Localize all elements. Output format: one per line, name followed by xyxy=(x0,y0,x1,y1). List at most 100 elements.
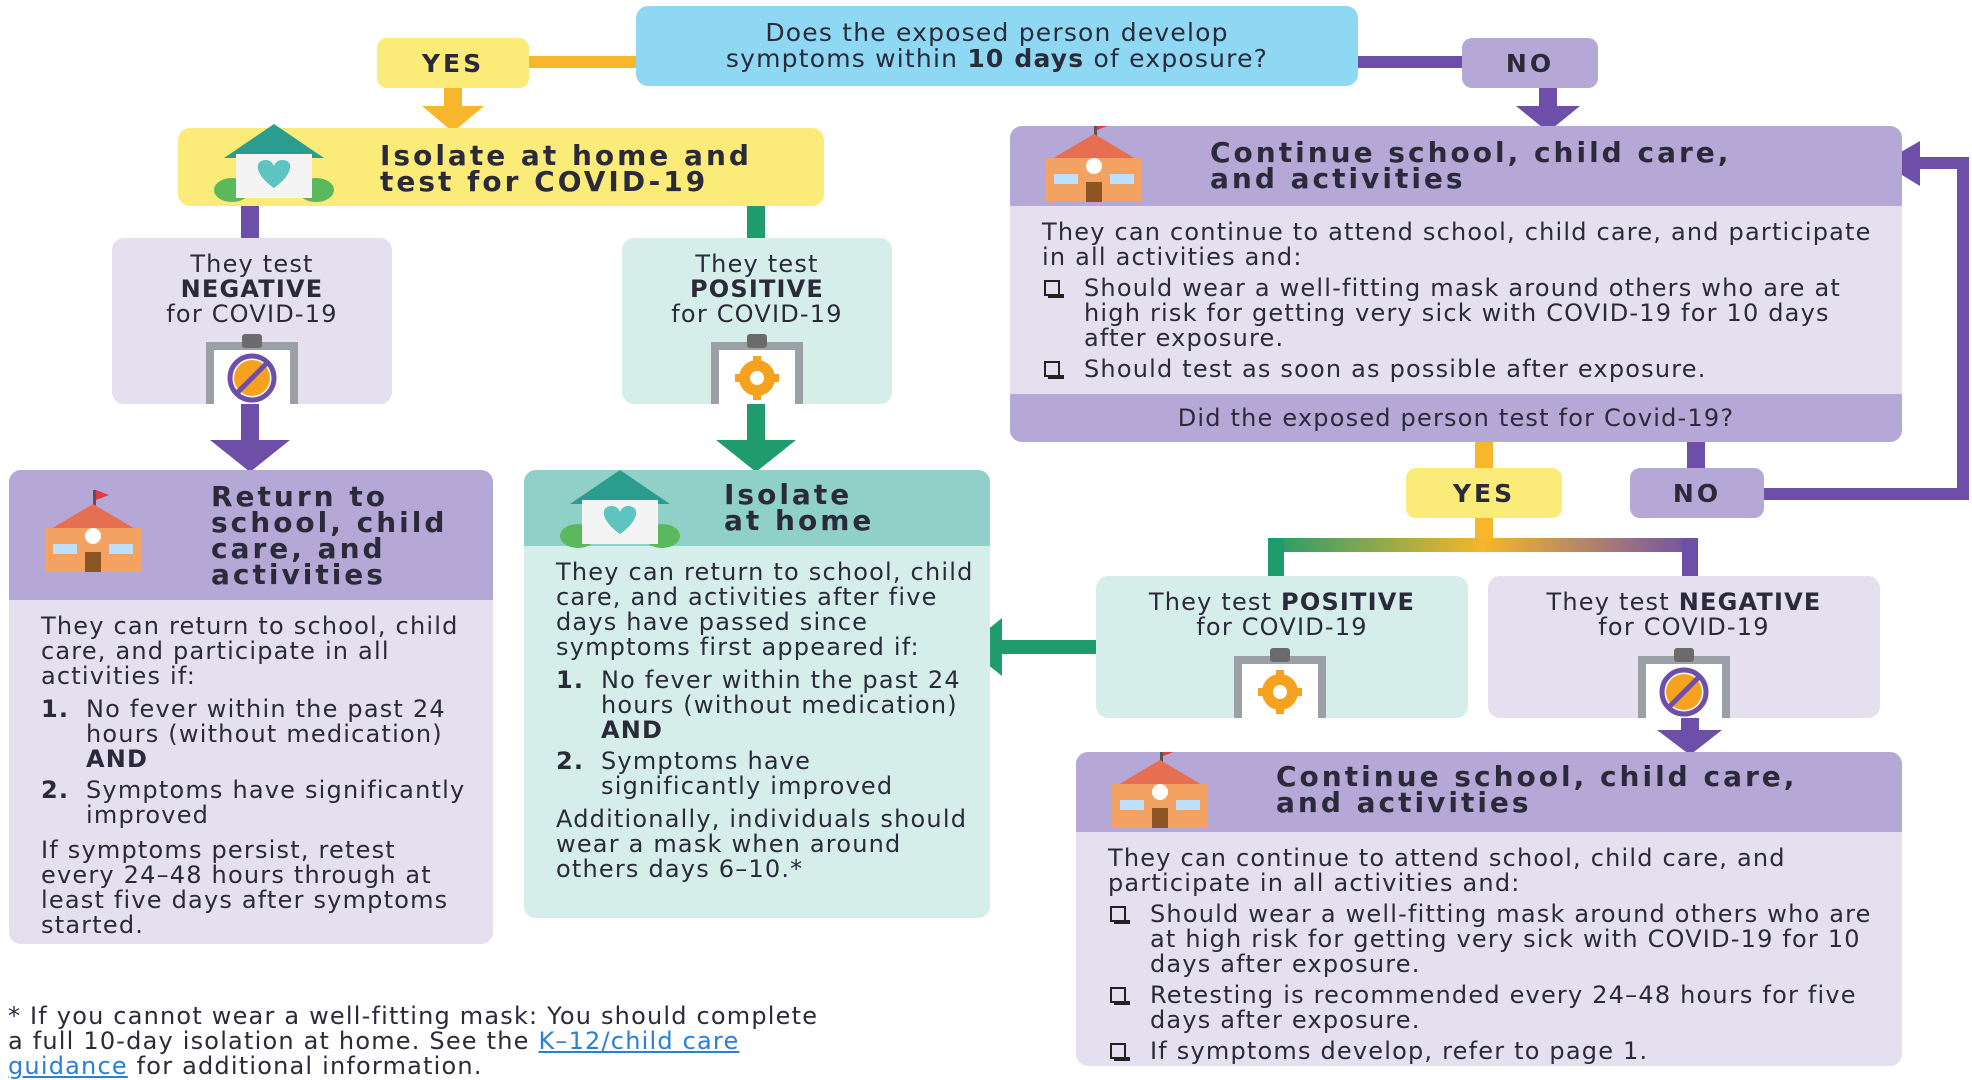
yes-label-mid: YES xyxy=(1406,468,1562,518)
continue-check-1-text: Should wear a well-fitting mask around o… xyxy=(1084,274,1841,352)
connector-yes-branch xyxy=(1268,538,1698,552)
continue-title-line-1: Continue school, child care, xyxy=(1210,136,1732,169)
positive-test-2-result: POSITIVE xyxy=(1281,588,1416,616)
return-title-line-2: school, child xyxy=(211,506,448,539)
isolate-at-home-title: Isolate at home xyxy=(724,478,875,537)
connector-positive2-isolate xyxy=(1000,640,1098,654)
continue-activities-title: Continue school, child care, and activit… xyxy=(1210,136,1732,195)
negative-test-result: NEGATIVE xyxy=(180,275,324,303)
question-line-2-post: of exposure? xyxy=(1084,44,1269,73)
isolate-home-title-line-2: at home xyxy=(724,504,875,537)
footnote-text: * If you cannot wear a well-fitting mask… xyxy=(8,1002,819,1055)
isolate-home-criterion-2-number: 2. xyxy=(556,747,585,775)
connector-yes-down xyxy=(444,85,462,110)
continue-2-title-line-2: and activities xyxy=(1276,786,1532,819)
isolate-at-home-box: Isolate at home They can return to schoo… xyxy=(524,470,990,918)
positive-test-2-post: for COVID-19 xyxy=(1196,613,1368,641)
exposure-question-box: Does the exposed person develop symptoms… xyxy=(636,6,1358,86)
return-criterion-2-number: 2. xyxy=(41,776,70,804)
negative-test-box-2: They test NEGATIVE for COVID-19 xyxy=(1488,576,1880,718)
return-title-line-1: Return to xyxy=(211,480,388,513)
yes-label-top: YES xyxy=(377,38,529,88)
continue-activities-2-header xyxy=(1076,752,1902,832)
school-icon xyxy=(1112,752,1208,828)
continue-activities-2-title: Continue school, child care, and activit… xyxy=(1276,760,1798,819)
continue-2-check-2: Retesting is recommended every 24–48 hou… xyxy=(1108,983,1888,1033)
continue-2-check-3: If symptoms develop, refer to page 1. xyxy=(1108,1039,1888,1064)
connector-continue-no xyxy=(1687,440,1705,470)
positive-test-box: They test POSITIVE for COVID-19 xyxy=(622,238,892,404)
connector-branch-positive xyxy=(1268,538,1284,580)
clipboard-negative-icon xyxy=(1638,648,1730,718)
connector-to-positive xyxy=(747,204,765,238)
isolate-home-criterion-2: 2. Symptoms have significantly improved xyxy=(556,749,974,799)
house-heart-icon xyxy=(560,470,680,548)
question-line-2-bold: 10 days xyxy=(967,44,1085,73)
checkbox-icon xyxy=(1110,906,1130,924)
positive-test-post: for COVID-19 xyxy=(671,300,843,328)
checkbox-icon xyxy=(1110,1043,1130,1061)
school-icon xyxy=(45,490,141,572)
positive-test-result: POSITIVE xyxy=(689,275,825,303)
return-to-school-title: Return to school, child care, and activi… xyxy=(211,480,448,591)
negative-test-post: for COVID-19 xyxy=(166,300,338,328)
did-test-question-text: Did the exposed person test for Covid-19… xyxy=(1177,404,1735,432)
connector-to-negative xyxy=(241,204,259,238)
negative-test-2-post: for COVID-19 xyxy=(1598,613,1770,641)
did-test-question: Did the exposed person test for Covid-19… xyxy=(1010,394,1902,442)
checkbox-icon xyxy=(1044,361,1064,379)
positive-test-2-line-1: They test POSITIVE xyxy=(1096,590,1468,615)
connector-branch-negative xyxy=(1682,538,1698,580)
positive-test-2-pre: They test xyxy=(1148,588,1282,616)
continue-2-check-1: Should wear a well-fitting mask around o… xyxy=(1108,902,1888,977)
continue-check-2: Should test as soon as possible after ex… xyxy=(1042,357,1882,382)
continue-activities-2-body: They can continue to attend school, chil… xyxy=(1108,846,1888,1066)
isolate-home-criteria-list: 1. No fever within the past 24 hours (wi… xyxy=(556,668,974,799)
return-criteria-list: 1. No fever within the past 24 hours (wi… xyxy=(41,697,471,828)
negative-test-2-line-1: They test NEGATIVE xyxy=(1488,590,1880,615)
positive-test-pre: They test xyxy=(695,250,819,278)
no-label-mid: NO xyxy=(1630,468,1764,518)
question-line-1: Does the exposed person develop xyxy=(765,18,1229,47)
isolate-home-criterion-1-and: AND xyxy=(601,716,664,744)
continue-checklist: Should wear a well-fitting mask around o… xyxy=(1042,276,1882,382)
continue-activities-box: Continue school, child care, and activit… xyxy=(1010,126,1902,442)
isolate-home-criterion-1-number: 1. xyxy=(556,666,585,694)
arrow-positive-isolate xyxy=(716,440,796,472)
return-title-line-3: care, and xyxy=(211,532,386,565)
return-intro: They can return to school, child care, a… xyxy=(41,612,459,690)
continue-intro: They can continue to attend school, chil… xyxy=(1042,218,1872,271)
school-icon xyxy=(1046,126,1142,202)
connector-question-no xyxy=(1355,56,1465,68)
clipboard-positive-icon xyxy=(1234,648,1326,718)
continue-title-line-2: and activities xyxy=(1210,162,1466,195)
continue-activities-body: They can continue to attend school, chil… xyxy=(1042,220,1882,388)
return-criterion-1-text: No fever within the past 24 hours (witho… xyxy=(86,695,446,748)
negative-test-2-result: NEGATIVE xyxy=(1678,588,1822,616)
return-criterion-1-number: 1. xyxy=(41,695,70,723)
continue-2-check-2-text: Retesting is recommended every 24–48 hou… xyxy=(1150,981,1857,1034)
return-title-line-4: activities xyxy=(211,558,386,591)
connector-yes-stem xyxy=(1475,515,1493,540)
arrow-negative2-continue xyxy=(1657,730,1722,755)
isolate-home-intro: They can return to school, child care, a… xyxy=(556,558,974,661)
footnote: * If you cannot wear a well-fitting mask… xyxy=(8,1004,828,1079)
clipboard-negative-icon xyxy=(206,334,298,404)
continue-2-intro: They can continue to attend school, chil… xyxy=(1108,844,1786,897)
connector-no-loop xyxy=(1762,157,1969,500)
question-line-2: symptoms within 10 days of exposure? xyxy=(636,46,1358,72)
connector-no-down xyxy=(1539,85,1557,110)
footnote-post: for additional information. xyxy=(127,1052,483,1080)
checkbox-icon xyxy=(1044,280,1064,298)
isolate-home-title-line-1: Isolate xyxy=(724,478,853,511)
return-retest-note: If symptoms persist, retest every 24–48 … xyxy=(41,836,449,939)
isolate-home-criterion-2-text: Symptoms have significantly improved xyxy=(601,747,894,800)
return-criterion-1-and: AND xyxy=(86,745,149,773)
no-label-top: NO xyxy=(1462,38,1598,88)
isolate-at-home-body: They can return to school, child care, a… xyxy=(556,560,974,882)
isolate-home-criterion-1: 1. No fever within the past 24 hours (wi… xyxy=(556,668,974,743)
isolate-home-mask-note: Additionally, individuals should wear a … xyxy=(556,805,968,883)
connector-continue-yes xyxy=(1475,440,1493,470)
return-criterion-2: 2. Symptoms have significantly improved xyxy=(41,778,471,828)
continue-2-title-line-1: Continue school, child care, xyxy=(1276,760,1798,793)
